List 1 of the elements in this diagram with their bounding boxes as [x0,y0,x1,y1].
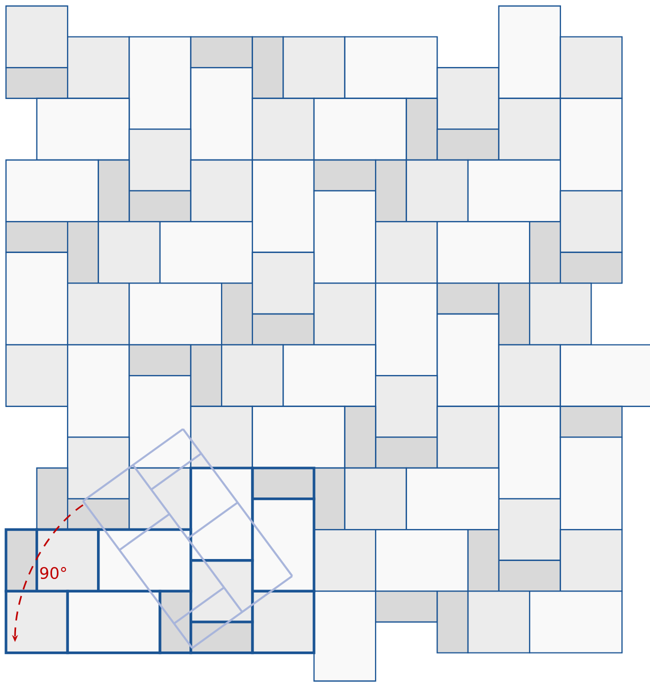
angle-label: 90° [40,566,66,580]
